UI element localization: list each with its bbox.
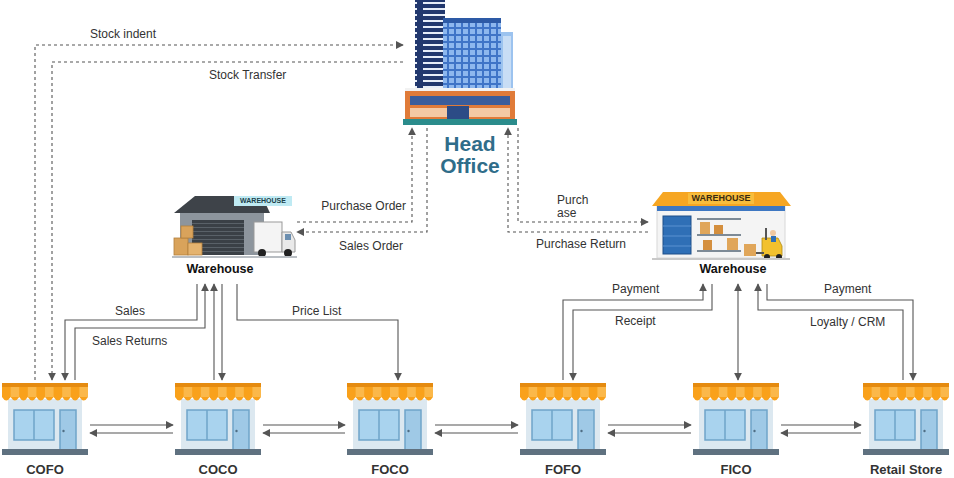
store-node: COFO (0, 380, 90, 478)
flow-connector (90, 432, 173, 433)
warehouse-orange (652, 192, 791, 260)
flow-connector (237, 284, 398, 380)
flow-connector (781, 432, 861, 433)
flow-connector (52, 62, 403, 380)
edge-label: Purchase Return (534, 238, 628, 251)
flow-connector (767, 284, 913, 380)
head-office-node: Head Office (403, 0, 522, 128)
warehouse-sign-text: WAREHOUSE (688, 193, 754, 204)
warehouse-label: Warehouse (678, 262, 788, 277)
store-label: COCO (174, 462, 262, 477)
flow-connector (75, 284, 205, 380)
store-node: FOFO (518, 380, 608, 478)
flow-connector (35, 45, 403, 380)
head-office-building (403, 0, 517, 125)
edge-label: Receipt (613, 315, 658, 328)
flow-connector (297, 128, 412, 222)
edge-label: Payment (610, 283, 661, 296)
store-label: FOCO (346, 462, 434, 477)
flow-connector (737, 284, 738, 380)
shop-icons (2, 383, 949, 455)
flow-connector (263, 424, 345, 425)
edge-label: Sales (113, 305, 147, 318)
flow-connector (758, 284, 903, 380)
flow-connector (297, 128, 427, 232)
edge-label: Sales Order (337, 240, 405, 253)
flow-connector (435, 424, 518, 425)
store-label: FOFO (519, 462, 607, 477)
store-label: FICO (692, 462, 780, 477)
warehouse-label: Warehouse (165, 262, 275, 277)
flow-connector (435, 432, 518, 433)
flow-connector (213, 284, 214, 380)
store-node: COCO (173, 380, 263, 478)
flow-connector (608, 432, 691, 433)
edge-label: Purchase Order (319, 200, 408, 213)
flow-connector (508, 128, 648, 232)
flow-connector (518, 128, 648, 222)
head-office-label: Head Office (432, 133, 508, 177)
edge-label: Purch ase (555, 194, 595, 220)
edge-label: Price List (290, 305, 343, 318)
edge-label: Sales Returns (90, 335, 169, 348)
edge-label: Stock Transfer (207, 69, 288, 82)
store-label: COFO (1, 462, 89, 477)
store-node: FICO (691, 380, 781, 478)
flow-connector (90, 424, 173, 425)
edge-label: Loyalty / CRM (808, 316, 887, 329)
store-node: Retail Store (861, 380, 951, 478)
flow-connector (608, 424, 691, 425)
edge-label: Stock indent (88, 28, 158, 41)
flow-connector (65, 284, 197, 380)
edge-label: Payment (822, 283, 873, 296)
store-label: Retail Store (861, 462, 951, 477)
warehouse-grey (172, 196, 297, 258)
warehouse-sign-text: WAREHOUSE (234, 196, 292, 206)
flow-connector (263, 432, 345, 433)
flow-connector (781, 424, 861, 425)
flow-connector (573, 284, 712, 380)
flow-connector (563, 284, 703, 380)
store-node: FOCO (345, 380, 435, 478)
flow-connector (221, 284, 222, 380)
